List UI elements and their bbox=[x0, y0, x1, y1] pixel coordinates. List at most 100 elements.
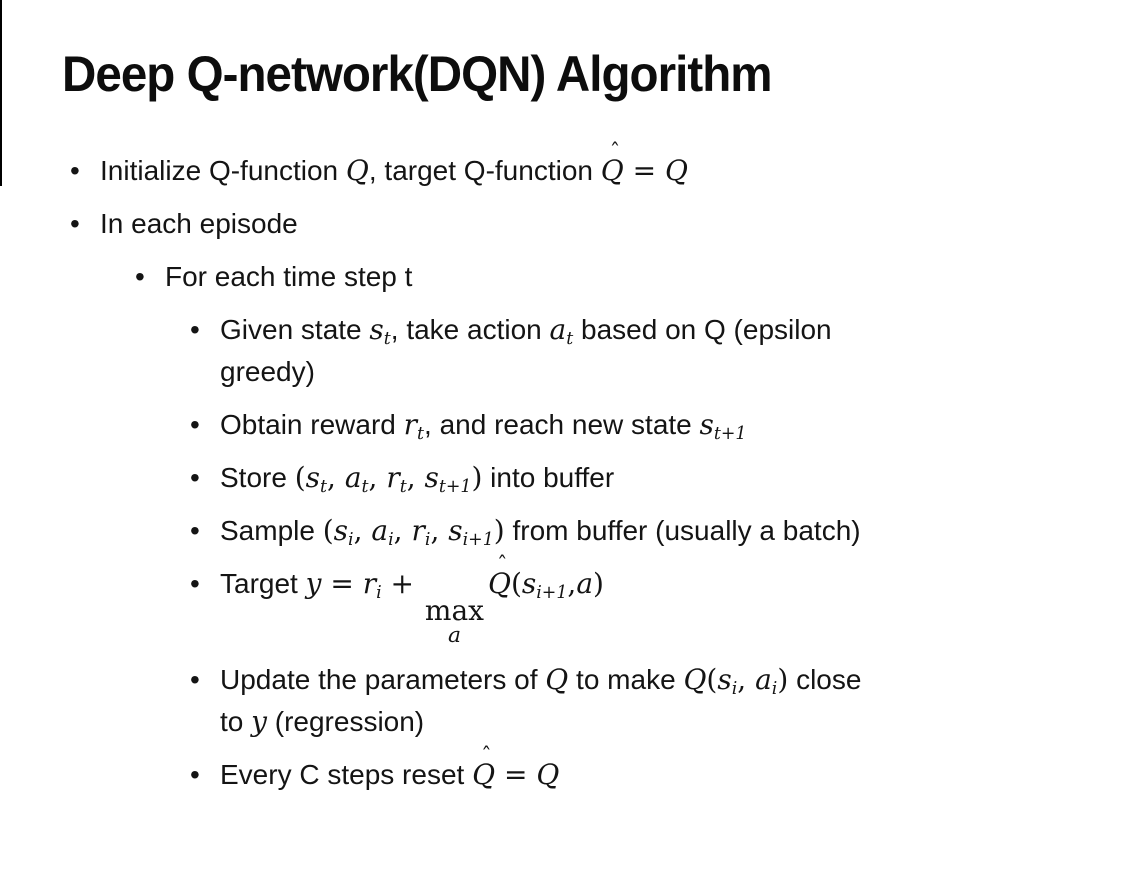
bullet-item-9: • Update the parameters of Q to make Q(si… bbox=[0, 659, 1080, 743]
bullet-item-2: • In each episode bbox=[0, 203, 1080, 245]
text-run: , take action bbox=[390, 314, 550, 345]
math-operator: = bbox=[321, 567, 363, 600]
math-subscript: i+1 bbox=[462, 529, 494, 550]
math-variable: r bbox=[411, 514, 425, 547]
math-variable: s bbox=[717, 662, 732, 696]
bullet-text: Sample (si, ai, ri, si+1) from buffer (u… bbox=[220, 510, 1080, 552]
bullet-text: Initialize Q-function Q, target Q-functi… bbox=[100, 139, 1080, 192]
text-run: to make bbox=[568, 663, 684, 695]
math-variable: y bbox=[251, 704, 267, 738]
math-variable: Q bbox=[545, 662, 569, 696]
bullet-item-1: • Initialize Q-function Q, target Q-funct… bbox=[0, 139, 1080, 192]
math-subscript: t bbox=[399, 476, 407, 497]
hat-accent: ˆ bbox=[609, 139, 621, 164]
bullet-marker: • bbox=[190, 568, 200, 599]
math-variable: a bbox=[371, 514, 389, 547]
text-run: (regression) bbox=[266, 705, 425, 737]
text-run: Store bbox=[220, 462, 295, 493]
math-variable: r bbox=[403, 408, 418, 441]
math-operator: , bbox=[327, 461, 345, 494]
math-subscript: t bbox=[361, 476, 369, 497]
text-run: Target bbox=[220, 568, 306, 599]
math-subscript: i bbox=[388, 529, 394, 550]
math-variable: a bbox=[755, 662, 772, 696]
math-operator: = bbox=[623, 154, 665, 187]
bullet-marker: • bbox=[70, 208, 80, 239]
bullet-text: Update the parameters of Q to make Q(si,… bbox=[220, 659, 1080, 743]
hat-accent: ˆ bbox=[481, 743, 492, 768]
bullet-marker: • bbox=[190, 663, 200, 695]
math-operator: , bbox=[353, 514, 372, 547]
text-run: , and reach new state bbox=[424, 409, 700, 440]
math-operator: ( bbox=[322, 514, 334, 547]
text-run: greedy) bbox=[220, 356, 315, 387]
bullet-marker: • bbox=[135, 261, 145, 292]
text-run: Every C steps reset bbox=[220, 758, 473, 790]
math-operator: ) bbox=[471, 461, 483, 494]
math-variable: Q bbox=[536, 757, 560, 791]
math-subscript: i+1 bbox=[536, 582, 568, 603]
math-operator: , bbox=[737, 662, 756, 696]
text-run: Given state bbox=[220, 314, 370, 345]
math-variable: s bbox=[448, 514, 463, 547]
math-variable: s bbox=[521, 567, 537, 600]
slide-title: Deep Q-network(DQN) Algorithm bbox=[62, 46, 773, 102]
math-operator: , bbox=[393, 514, 412, 547]
text-run: close bbox=[788, 663, 862, 695]
bullet-item-3: • For each time step t bbox=[0, 256, 1080, 298]
bullet-list: • Initialize Q-function Q, target Q-funct… bbox=[0, 139, 1080, 807]
text-run: For each time step t bbox=[165, 261, 413, 292]
math-variable: Q bbox=[683, 662, 707, 696]
math-subscript: t bbox=[417, 423, 425, 444]
math-operator: , bbox=[368, 461, 387, 494]
text-run: In each episode bbox=[100, 208, 298, 239]
math-subscript: t+1 bbox=[438, 476, 472, 497]
math-variable: Q bbox=[345, 154, 369, 187]
math-subscript: i bbox=[771, 678, 778, 699]
bullet-text: Given state st, take action at based on … bbox=[220, 309, 1080, 393]
math-subscript: i bbox=[348, 529, 354, 550]
bullet-marker: • bbox=[190, 758, 200, 790]
math-subscript: i bbox=[376, 582, 382, 603]
math-variable: s bbox=[333, 514, 349, 547]
text-run: Sample bbox=[220, 515, 323, 546]
text-run: from buffer (usually a batch) bbox=[504, 515, 861, 546]
bullet-item-6: •Store (st, at, rt, st+1) into buffer bbox=[0, 457, 1080, 499]
math-subscript: t bbox=[320, 476, 327, 497]
math-variable: a bbox=[344, 461, 362, 494]
bullet-marker: • bbox=[70, 155, 80, 186]
math-variable: Q bbox=[664, 154, 688, 187]
slide-edge-line bbox=[0, 0, 2, 186]
math-operator: , bbox=[406, 461, 425, 494]
bullet-text: In each episode bbox=[100, 203, 1080, 245]
bullet-marker: • bbox=[190, 462, 200, 493]
bullet-text: Store (st, at, rt, st+1) into buffer bbox=[220, 457, 1080, 499]
math-operator: = bbox=[495, 757, 537, 791]
math-subscript: i bbox=[424, 529, 431, 550]
math-variable: s bbox=[699, 408, 714, 441]
text-run: Obtain reward bbox=[220, 409, 404, 440]
bullet-item-4: •Given state st, take action at based on… bbox=[0, 309, 1080, 393]
bullet-text: For each time step t bbox=[165, 256, 1080, 298]
bullet-marker: • bbox=[190, 409, 200, 440]
bullet-text: Obtain reward rt, and reach new state st… bbox=[220, 404, 1080, 446]
math-subscript: i bbox=[731, 678, 738, 699]
math-variable: s bbox=[424, 461, 439, 494]
math-variable: a bbox=[549, 313, 567, 346]
math-subscript: t bbox=[566, 328, 574, 349]
math-variable: y bbox=[305, 567, 322, 600]
math-subscript: t+1 bbox=[713, 423, 747, 444]
math-operator: ( bbox=[510, 567, 522, 600]
text-run: , target Q-function bbox=[368, 155, 601, 186]
math-variable: r bbox=[362, 567, 377, 600]
math-operator: ( bbox=[294, 461, 306, 494]
